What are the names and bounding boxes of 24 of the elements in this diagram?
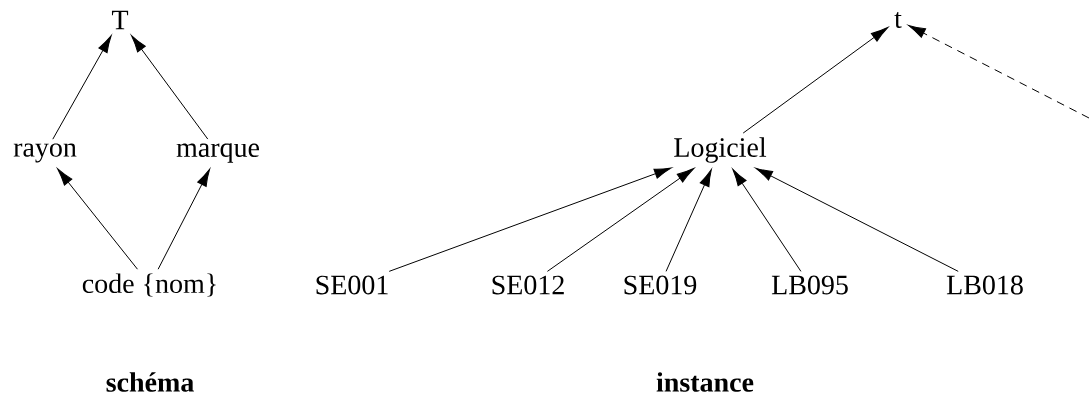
arrow [908, 24, 1089, 119]
node-label: t [894, 12, 902, 28]
arrow [52, 35, 112, 140]
arrow [755, 167, 959, 272]
node-label: SE001 [316, 275, 388, 295]
arrow [665, 168, 712, 272]
arrow [742, 27, 889, 134]
arrow [57, 168, 138, 270]
panel-caption: schéma [106, 372, 194, 392]
node-label: LB018 [946, 275, 1023, 295]
panel-caption: instance [656, 372, 754, 392]
node-label: T [111, 10, 129, 30]
arrow [388, 167, 672, 272]
arrow [157, 168, 211, 270]
node-label: code {nom} [82, 273, 216, 297]
arrow [732, 168, 802, 272]
arrow [546, 168, 695, 272]
node-label: LB095 [771, 275, 848, 295]
node-label: rayon [13, 143, 77, 163]
node-label: marque [176, 143, 259, 163]
node-label: Logiciel [674, 137, 767, 163]
arrow [131, 35, 209, 140]
node-label: SE012 [492, 275, 564, 295]
node-label: SE019 [624, 275, 697, 295]
